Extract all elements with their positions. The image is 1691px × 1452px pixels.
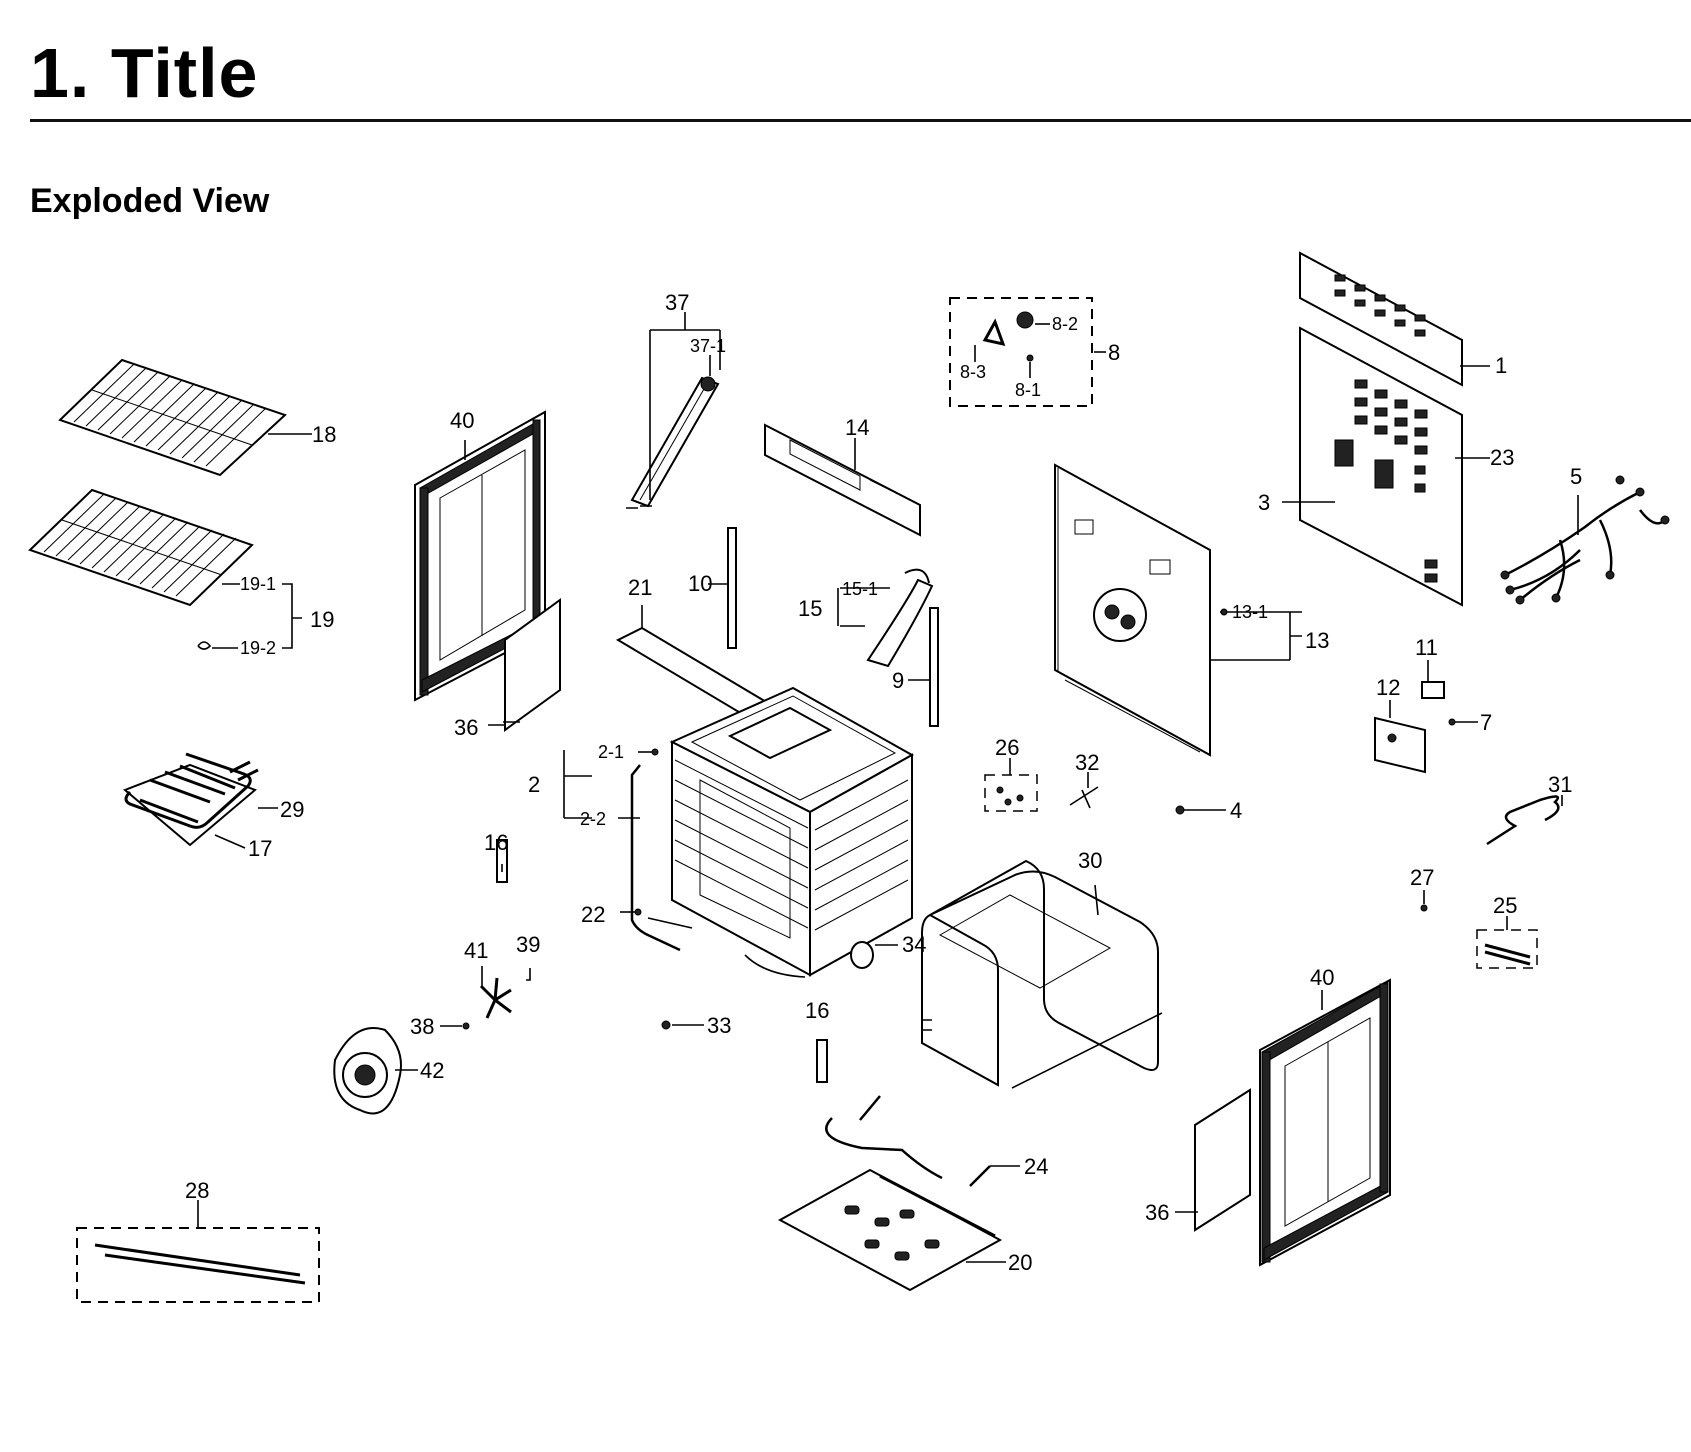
section-subtitle: Exploded View <box>30 182 270 220</box>
label-2: 2 <box>528 772 540 797</box>
part-23-rear-panel <box>1282 326 1490 607</box>
label-8-1: 8-1 <box>1015 380 1041 400</box>
label-40-right: 40 <box>1310 965 1334 990</box>
part-33-screw <box>661 1020 704 1030</box>
part-37-bracket <box>626 312 721 509</box>
label-29: 29 <box>280 797 304 822</box>
part-5-wire-harness <box>1500 475 1670 605</box>
label-2-2: 2-2 <box>580 809 606 829</box>
part-19-oven-rack <box>28 488 302 650</box>
label-32: 32 <box>1075 750 1099 775</box>
label-1: 1 <box>1495 353 1507 378</box>
label-24: 24 <box>1024 1154 1048 1179</box>
label-41: 41 <box>464 938 488 963</box>
label-8-3: 8-3 <box>960 362 986 382</box>
part-9-sensor <box>908 607 939 727</box>
part-7-screw <box>1448 718 1478 726</box>
label-30: 30 <box>1078 848 1102 873</box>
page-title: 1. Title <box>30 34 259 112</box>
label-18: 18 <box>312 422 336 447</box>
label-19-1: 19-1 <box>240 574 276 594</box>
label-14: 14 <box>845 415 869 440</box>
label-36-left: 36 <box>454 715 478 740</box>
part-34-knob <box>744 941 898 978</box>
part-1-rear-top-cover <box>1299 251 1490 387</box>
part-32-wire-clip <box>1069 772 1099 809</box>
label-25: 25 <box>1493 893 1517 918</box>
label-19: 19 <box>310 607 334 632</box>
part-2-door-gasket <box>563 748 681 952</box>
label-3: 3 <box>1258 490 1270 515</box>
part-39-screw <box>526 968 531 981</box>
label-13: 13 <box>1305 628 1329 653</box>
part-30-cabinet-wrap <box>921 859 1163 1089</box>
label-17: 17 <box>248 836 272 861</box>
label-13-1: 13-1 <box>1232 602 1268 622</box>
label-21: 21 <box>628 575 652 600</box>
part-41-fan-blade <box>479 966 512 1019</box>
part-31-wire <box>1486 795 1563 846</box>
label-5: 5 <box>1570 464 1582 489</box>
label-27: 27 <box>1410 865 1434 890</box>
label-33: 33 <box>707 1013 731 1038</box>
label-26: 26 <box>995 735 1019 760</box>
part-36-panel-right <box>1175 1088 1251 1232</box>
part-25-strip-set <box>1476 916 1538 969</box>
label-38: 38 <box>410 1014 434 1039</box>
label-23: 23 <box>1490 445 1514 470</box>
part-18-oven-rack <box>58 358 312 477</box>
part-28-trim-set <box>76 1200 320 1303</box>
label-28: 28 <box>185 1178 209 1203</box>
title-rule <box>30 119 1691 122</box>
label-2-1: 2-1 <box>598 742 624 762</box>
label-39: 39 <box>516 932 540 957</box>
part-42-convection-motor <box>333 1027 418 1115</box>
label-7: 7 <box>1480 710 1492 735</box>
label-37: 37 <box>665 290 689 315</box>
part-20-bottom-tray <box>777 1168 1006 1292</box>
part-4-screw <box>1175 805 1226 815</box>
part-11-connector <box>1421 660 1445 699</box>
part-26-clip-set <box>984 758 1038 812</box>
part-38-nut <box>440 1022 470 1030</box>
label-9: 9 <box>892 668 904 693</box>
label-20: 20 <box>1008 1250 1032 1275</box>
part-40-door-frame-right <box>1259 978 1391 1267</box>
label-16-upper: 16 <box>484 830 508 855</box>
part-27-screw <box>1420 890 1428 912</box>
label-8-2: 8-2 <box>1052 314 1078 334</box>
part-13-side-panel <box>1054 463 1302 757</box>
part-15-duct <box>837 568 934 668</box>
part-22-hinge-wire <box>620 908 693 929</box>
label-22: 22 <box>581 902 605 927</box>
label-42: 42 <box>420 1058 444 1083</box>
part-16-hinge-lower <box>816 1039 828 1083</box>
callout-labels: 1 23 3 5 13 13-1 11 12 7 4 31 27 25 40 3… <box>185 290 1582 1275</box>
label-36-right: 36 <box>1145 1200 1169 1225</box>
part-14-top-bracket <box>764 423 921 537</box>
label-31: 31 <box>1548 772 1572 797</box>
label-34: 34 <box>902 932 926 957</box>
part-10-sensor <box>708 527 737 649</box>
label-16-lower: 16 <box>805 998 829 1023</box>
part-12-bracket <box>1374 700 1426 774</box>
label-8: 8 <box>1108 340 1120 365</box>
part-36-panel-left <box>488 598 561 732</box>
label-15: 15 <box>798 596 822 621</box>
part-17-bake-element <box>123 752 278 849</box>
label-11: 11 <box>1415 635 1438 660</box>
label-40-left: 40 <box>450 408 474 433</box>
label-19-2: 19-2 <box>240 638 276 658</box>
label-10: 10 <box>688 571 712 596</box>
label-37-1: 37-1 <box>690 336 726 356</box>
oven-cavity-assembly <box>669 686 915 977</box>
label-4: 4 <box>1230 798 1242 823</box>
part-16-hinge-upper <box>496 839 508 883</box>
label-15-1: 15-1 <box>842 579 878 599</box>
label-12: 12 <box>1376 675 1400 700</box>
part-8-hardware-group <box>949 297 1106 407</box>
part-24-bottom-element <box>825 1095 1020 1187</box>
